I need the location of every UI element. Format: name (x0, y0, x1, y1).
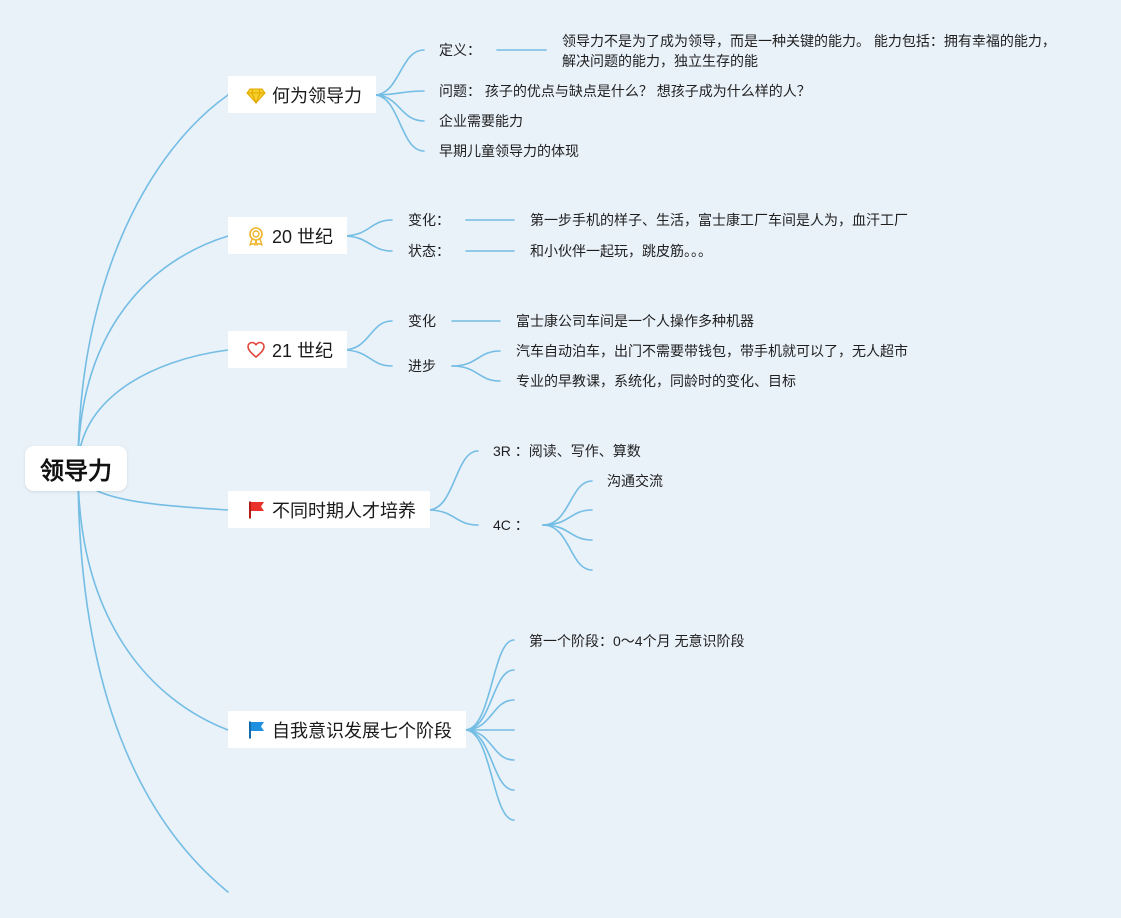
link-t1-c3 (373, 94, 425, 122)
link-root-topic-5 (77, 467, 229, 731)
subtopic-enterprise-needs[interactable]: 企业需要能力 (439, 113, 523, 129)
link-t1-c1 (373, 49, 425, 96)
link-t3-c2-leaf1 (451, 350, 501, 367)
link-t5-c1 (464, 639, 515, 731)
subtopic-change[interactable]: 变化： (408, 212, 450, 228)
subtopic-definition-detail[interactable]: 领导力不是为了成为领导，而是一种关键的能力。 能力包括：拥有幸福的能力，解决问题… (562, 33, 1056, 69)
link-t1-c4 (373, 94, 425, 152)
topic-self-awareness-stages[interactable]: 自我意识发展七个阶段 (228, 711, 466, 748)
medal-icon (249, 226, 263, 246)
diamond-icon (246, 88, 266, 104)
link-t3-c2-leaf2 (451, 365, 501, 382)
topic-label: 自我意识发展七个阶段 (272, 720, 452, 741)
subtopic-definition[interactable]: 定义： (439, 42, 481, 58)
link-t5-c6 (464, 729, 515, 791)
topic-20th-century[interactable]: 20 世纪 (228, 217, 348, 254)
link-t2-c2 (342, 235, 393, 252)
subtopic-communication[interactable]: 沟通交流 (607, 473, 663, 489)
topic-label: 21 世纪 (272, 340, 334, 361)
topic-label: 20 世纪 (272, 226, 334, 247)
subtopic-status[interactable]: 状态： (408, 243, 450, 259)
link-t4-c2-leaf2 (542, 509, 593, 526)
link-t4-c2 (427, 509, 479, 526)
subtopic-stage-1[interactable]: 第一个阶段：0～4个月 无意识阶段 (529, 633, 745, 649)
subtopic-progress-detail-1[interactable]: 汽车自动泊车，出门不需要带钱包，带手机就可以了，无人超市 (516, 343, 908, 359)
subtopic-progress-detail-2[interactable]: 专业的早教课，系统化，同龄时的变化、目标 (516, 373, 796, 389)
link-t5-c3 (464, 699, 515, 731)
subtopic-status-detail[interactable]: 和小伙伴一起玩，跳皮筋。。。 (530, 243, 712, 259)
subtopic-question[interactable]: 问题： 孩子的优点与缺点是什么？ 想孩子成为什么样的人？ (439, 83, 811, 99)
root-topic-label: 领导力 (40, 458, 112, 485)
topic-21st-century[interactable]: 21 世纪 (228, 331, 348, 368)
subtopic-early-childhood[interactable]: 早期儿童领导力的体现 (439, 143, 579, 159)
link-root-topic-1 (77, 94, 229, 469)
link-t4-c1 (427, 450, 479, 511)
link-t4-c2-leaf3 (542, 524, 593, 541)
topic-what-is-leadership[interactable]: 何为领导力 (228, 76, 376, 113)
topic-talent-cultivation[interactable]: 不同时期人才培养 (228, 491, 430, 528)
topic-label: 何为领导力 (272, 85, 362, 106)
link-root-topic-2 (77, 235, 229, 469)
red-flag-icon (249, 501, 264, 518)
link-t5-c7 (464, 729, 515, 821)
subtopic-progress[interactable]: 进步 (408, 358, 436, 374)
heart-icon (247, 341, 265, 358)
subtopic-change-detail[interactable]: 富士康公司车间是一个人操作多种机器 (516, 313, 754, 329)
blue-flag-icon (249, 721, 264, 738)
link-root-topic-3 (77, 349, 229, 469)
link-t4-c2-leaf4 (542, 524, 593, 571)
link-t2-c1 (342, 219, 393, 237)
link-t3-c2 (342, 349, 393, 367)
subtopic-3r[interactable]: 3R ：阅读、写作、算数 (493, 443, 641, 459)
subtopic-4c[interactable]: 4C ： (493, 517, 529, 533)
link-t5-c2 (464, 669, 515, 731)
root-topic[interactable]: 领导力 (25, 446, 127, 491)
subtopic-change[interactable]: 变化 (408, 313, 436, 329)
subtopic-change-detail[interactable]: 第一步手机的样子、生活，富士康工厂车间是人为，血汗工厂 (530, 212, 908, 228)
link-t3-c1 (342, 320, 393, 351)
link-root-topic-6 (77, 467, 229, 893)
topic-label: 不同时期人才培养 (272, 500, 416, 521)
